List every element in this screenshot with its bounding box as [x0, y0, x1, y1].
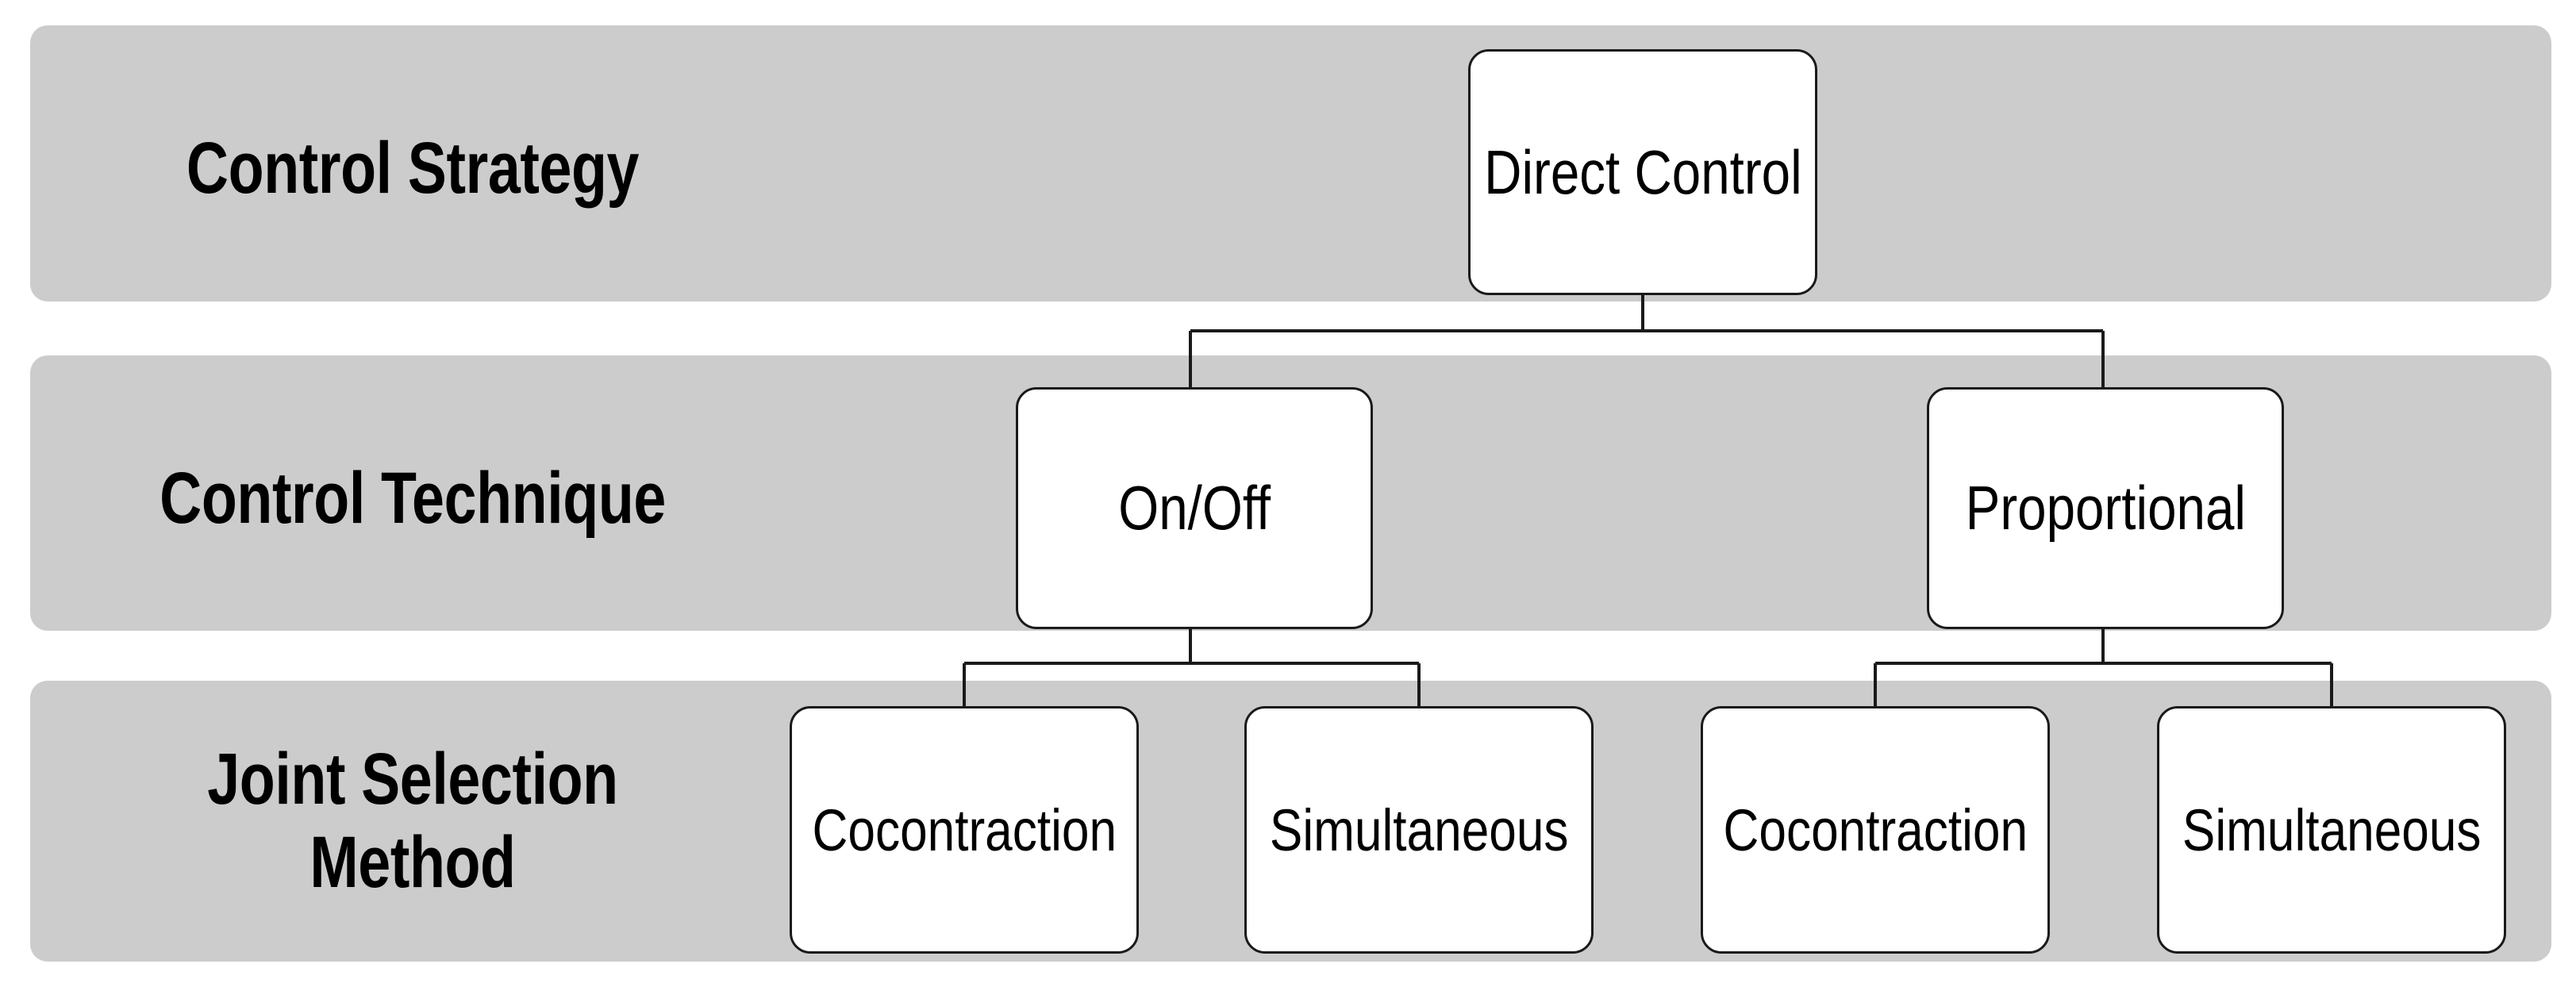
- node-proportional[interactable]: Proportional: [1927, 387, 2284, 629]
- node-label-proportional-cocontraction: Cocontraction: [1723, 797, 2028, 863]
- node-label-proportional-simultaneous: Simultaneous: [2182, 797, 2482, 863]
- row-label-control-strategy: Control Strategy: [186, 128, 640, 209]
- node-on-off-simultaneous[interactable]: Simultaneous: [1244, 706, 1594, 954]
- node-direct-control[interactable]: Direct Control: [1468, 49, 1817, 295]
- node-label-on-off-simultaneous: Simultaneous: [1269, 797, 1569, 863]
- row-label-control-technique: Control Technique: [160, 458, 666, 539]
- node-proportional-simultaneous[interactable]: Simultaneous: [2157, 706, 2506, 954]
- node-label-direct-control: Direct Control: [1483, 136, 1802, 207]
- node-proportional-cocontraction[interactable]: Cocontraction: [1701, 706, 2050, 954]
- node-on-off[interactable]: On/Off: [1016, 387, 1373, 629]
- node-label-on-off: On/Off: [1118, 473, 1271, 543]
- row-label-joint-selection-method: Joint Selection Method: [207, 739, 618, 903]
- node-label-on-off-cocontraction: Cocontraction: [812, 797, 1117, 863]
- node-label-proportional: Proportional: [1965, 473, 2246, 543]
- node-on-off-cocontraction[interactable]: Cocontraction: [790, 706, 1139, 954]
- band-control-strategy: [30, 25, 2551, 301]
